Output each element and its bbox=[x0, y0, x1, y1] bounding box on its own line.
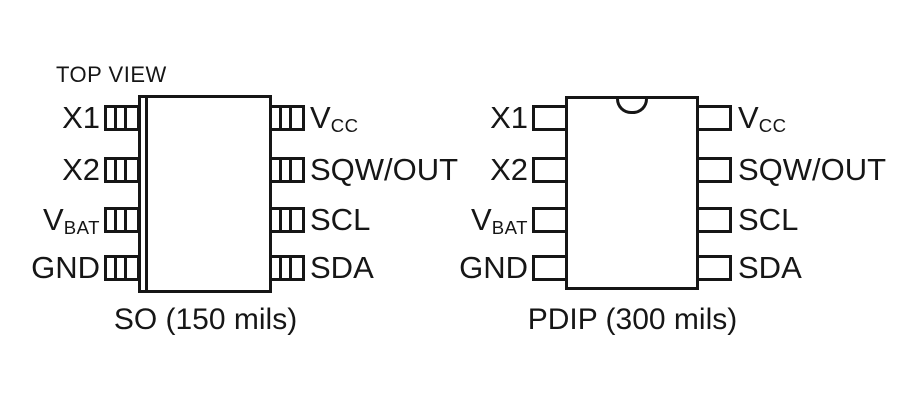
pdip-pin-label-x2: X2 bbox=[490, 152, 528, 187]
so-pin-label-sqw-out: SQW/OUT bbox=[310, 152, 459, 187]
so-pin-label-scl: SCL bbox=[310, 202, 371, 237]
pdip-package-body bbox=[565, 96, 699, 290]
pdip-pin-lead-vcc bbox=[696, 105, 732, 131]
pdip-pin-lead-gnd bbox=[532, 255, 568, 281]
top-view-label: TOP VIEW bbox=[56, 62, 167, 87]
so-pin-lead-gnd bbox=[104, 255, 140, 281]
so-pin-lead-x2 bbox=[104, 157, 140, 183]
pdip-caption: PDIP (300 mils) bbox=[527, 303, 738, 336]
pdip-pin-label-scl: SCL bbox=[738, 202, 799, 237]
so-pin-lead-scl bbox=[269, 207, 305, 233]
pdip-pin-lead-vbat bbox=[532, 207, 568, 233]
pdip-pin-lead-sda bbox=[696, 255, 732, 281]
so-pin-lead-x1 bbox=[104, 105, 140, 131]
pdip-pin-lead-scl bbox=[696, 207, 732, 233]
so-pin-label-vcc: VCC bbox=[310, 100, 359, 137]
so-pin-label-x2: X2 bbox=[62, 152, 100, 187]
pdip-pin-lead-sqw-out bbox=[696, 157, 732, 183]
so-caption: SO (150 mils) bbox=[113, 303, 298, 336]
pdip-pin-lead-x2 bbox=[532, 157, 568, 183]
so-pin-lead-vbat bbox=[104, 207, 140, 233]
pdip-pin-label-sqw-out: SQW/OUT bbox=[738, 152, 887, 187]
so-body-edge-line bbox=[145, 98, 148, 290]
so-pin-label-x1: X1 bbox=[62, 100, 100, 135]
so-pin-lead-sda bbox=[269, 255, 305, 281]
so-pin-label-vbat: VBAT bbox=[43, 202, 100, 239]
so-pin-label-sda: SDA bbox=[310, 250, 374, 285]
pdip-pin-label-vbat: VBAT bbox=[471, 202, 528, 239]
so-pin-lead-sqw-out bbox=[269, 157, 305, 183]
pdip-pin-label-x1: X1 bbox=[490, 100, 528, 135]
pdip-pin-label-gnd: GND bbox=[459, 250, 528, 285]
pdip-pin-label-sda: SDA bbox=[738, 250, 802, 285]
pdip-pin-lead-x1 bbox=[532, 105, 568, 131]
pdip-pin-label-vcc: VCC bbox=[738, 100, 787, 137]
so-pin-lead-vcc bbox=[269, 105, 305, 131]
so-pin-label-gnd: GND bbox=[31, 250, 100, 285]
so-package-body bbox=[138, 95, 272, 293]
